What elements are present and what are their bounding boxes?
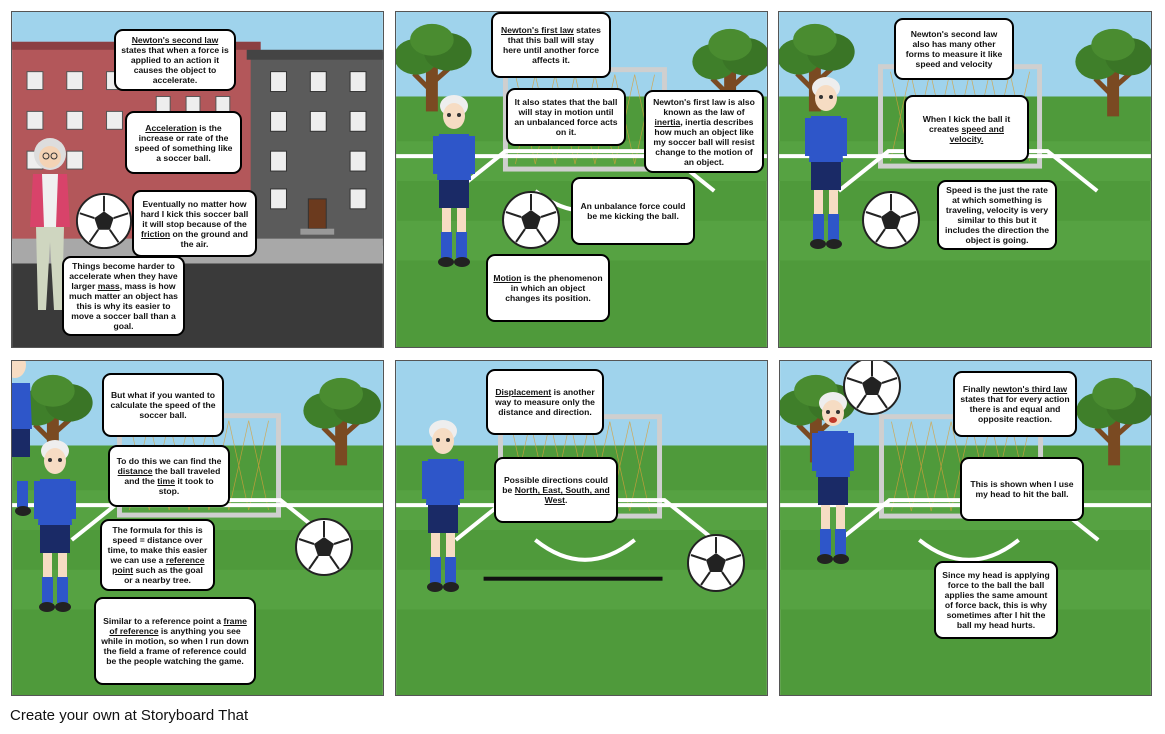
soccer-player-character xyxy=(812,392,854,564)
soccer-player-character xyxy=(34,440,76,612)
speech-bubble: When I kick the ball it creates speed an… xyxy=(904,95,1029,162)
soccer-player-character xyxy=(12,361,32,516)
speech-bubble: Motion is the phenomenon in which an obj… xyxy=(486,254,610,322)
panel-1: Newton's second law states that when a f… xyxy=(11,11,384,348)
soccer-ball-icon xyxy=(75,192,133,250)
storyboard-footer[interactable]: Create your own at Storyboard That xyxy=(10,707,249,724)
speech-bubble: Speed is the just the rate at which some… xyxy=(937,180,1057,250)
speech-bubble: Newton's first law states that this ball… xyxy=(491,12,611,78)
panel-5: Displacement is another way to measure o… xyxy=(395,360,768,696)
soccer-ball-icon xyxy=(502,191,560,249)
speech-bubble: An unbalance force could be me kicking t… xyxy=(571,177,695,245)
speech-bubble: Eventually no matter how hard I kick thi… xyxy=(132,190,257,257)
speech-bubble: Finally newton's third law states that f… xyxy=(953,371,1077,437)
panel-3: Newton's second law also has many other … xyxy=(778,11,1152,348)
speech-bubble: Similar to a reference point a frame of … xyxy=(94,597,256,685)
panel-4: But what if you wanted to calculate the … xyxy=(11,360,384,696)
soccer-player-character xyxy=(805,77,847,249)
soccer-ball-icon xyxy=(862,191,920,249)
speech-bubble: The formula for this is speed = distance… xyxy=(100,519,215,591)
speech-bubble: Newton's second law also has many other … xyxy=(894,18,1014,80)
soccer-ball-icon xyxy=(687,534,745,592)
soccer-ball-icon xyxy=(843,361,901,415)
panel-2: Newton's first law states that this ball… xyxy=(395,11,768,348)
speech-bubble: This is shown when I use my head to hit … xyxy=(960,457,1084,521)
speech-bubble: Things become harder to accelerate when … xyxy=(62,256,185,336)
speech-bubble: But what if you wanted to calculate the … xyxy=(102,373,224,437)
speech-bubble: Possible directions could be North, East… xyxy=(494,457,618,523)
panel-6: Finally newton's third law states that f… xyxy=(779,360,1152,696)
speech-bubble: Acceleration is the increase or rate of … xyxy=(125,111,242,174)
speech-bubble: Displacement is another way to measure o… xyxy=(486,369,604,435)
soccer-player-character xyxy=(422,420,464,592)
soccer-ball-icon xyxy=(295,518,353,576)
speech-bubble: Since my head is applying force to the b… xyxy=(934,561,1058,639)
soccer-player-character xyxy=(433,95,475,267)
speech-bubble: To do this we can find the distance the … xyxy=(108,445,230,507)
speech-bubble: Newton's second law states that when a f… xyxy=(114,29,236,91)
speech-bubble: It also states that the ball will stay i… xyxy=(506,88,626,146)
speech-bubble: Newton's first law is also known as the … xyxy=(644,90,764,173)
teacher-character xyxy=(30,138,70,310)
